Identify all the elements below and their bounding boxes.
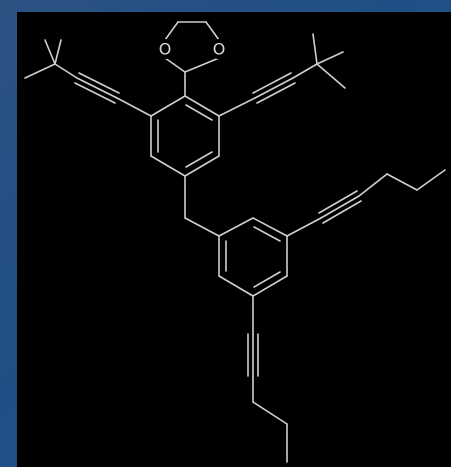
molecule-svg: O O xyxy=(24,21,446,463)
right-pentynyl-substituent xyxy=(286,169,446,237)
bottom-pentynyl-substituent xyxy=(247,295,288,463)
upper-right-alkyne-substituent xyxy=(218,33,346,117)
upper-benzene-ring xyxy=(150,95,220,177)
upper-left-alkyne-substituent xyxy=(24,39,152,117)
molecule-diagram: O O xyxy=(17,12,451,467)
oxygen-left: O xyxy=(155,39,175,59)
oxygen-right-label: O xyxy=(213,40,226,59)
methylene-bridge xyxy=(184,175,220,237)
dioxolane-ring xyxy=(164,21,220,97)
oxygen-left-label: O xyxy=(159,40,172,59)
lower-benzene-ring xyxy=(218,217,288,297)
oxygen-right: O xyxy=(209,39,229,59)
